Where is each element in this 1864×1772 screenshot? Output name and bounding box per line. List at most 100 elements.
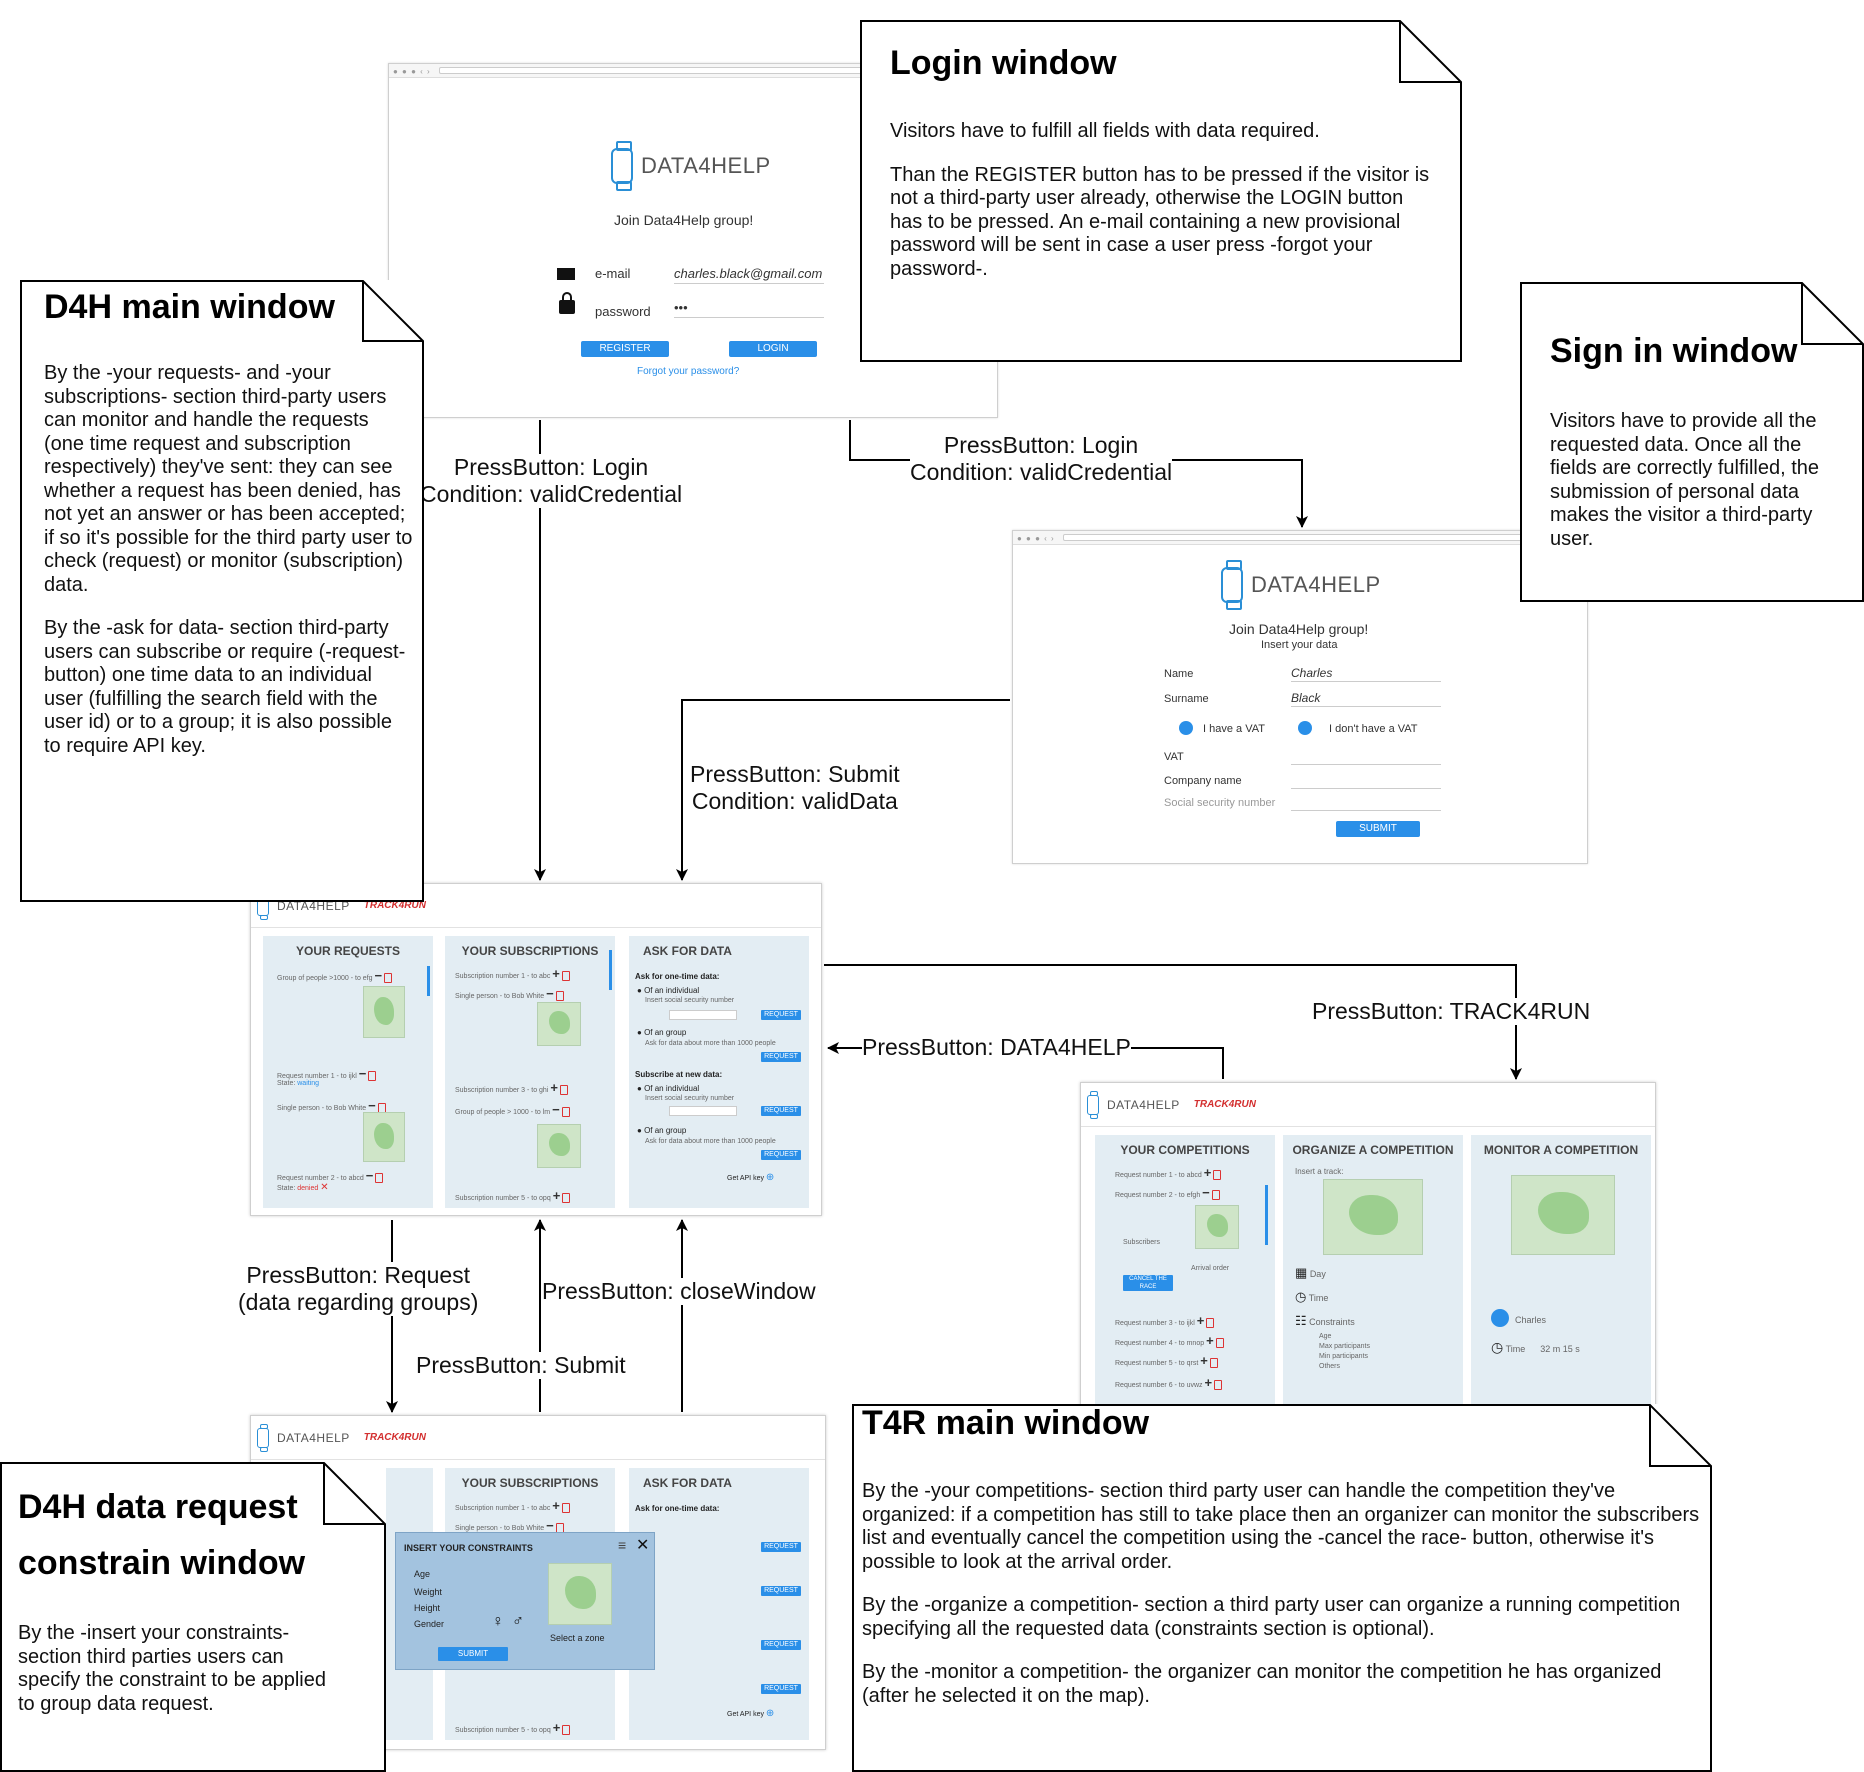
plus-circle-icon[interactable]: ⊕ [765, 1708, 775, 1719]
plus-icon[interactable]: + [1204, 1375, 1213, 1390]
request-button[interactable]: REQUEST [761, 1106, 801, 1116]
subscription-item[interactable]: Subscription number 1 - to abc + [455, 1498, 570, 1514]
search-input[interactable] [669, 1106, 737, 1116]
group-option[interactable]: ● Of an group [637, 1028, 687, 1037]
trash-icon[interactable] [1211, 1190, 1220, 1201]
plus-icon[interactable]: + [552, 1720, 561, 1735]
scrollbar[interactable] [1265, 1185, 1268, 1245]
plus-icon[interactable]: + [1196, 1313, 1205, 1328]
plus-icon[interactable]: + [552, 1188, 561, 1203]
minus-icon[interactable]: − [552, 1102, 560, 1117]
competition-item[interactable]: Request number 1 - to abcd + [1115, 1165, 1222, 1181]
subscription-item[interactable]: Subscription number 3 - to ghi + [455, 1080, 568, 1096]
email-field[interactable]: charles.black@gmail.com [674, 266, 823, 281]
register-button[interactable]: REGISTER [581, 341, 669, 357]
menu-icon[interactable]: ≡ [618, 1537, 627, 1553]
get-api-key[interactable]: Get API key ⊕ [727, 1708, 774, 1719]
trash-icon[interactable] [1215, 1338, 1224, 1349]
data4help-tab[interactable]: DATA4HELP [1087, 1090, 1180, 1119]
track4run-tab[interactable]: TRACK4RUN [1193, 1099, 1256, 1110]
company-underline[interactable] [1291, 788, 1441, 789]
subscription-item[interactable]: Subscription number 1 - to abc + [455, 966, 570, 982]
constraints-row[interactable]: ☷ Constraints [1295, 1313, 1355, 1329]
request-button[interactable]: REQUEST [761, 1586, 801, 1596]
close-icon[interactable]: ✕ [636, 1537, 650, 1554]
plus-icon[interactable]: + [1200, 1353, 1208, 1368]
competition-item[interactable]: Request number 4 - to mnop + [1115, 1333, 1224, 1349]
group-option[interactable]: ● Of an group [637, 1126, 687, 1135]
competition-item[interactable]: Request number 6 - to uvwz + [1115, 1375, 1223, 1391]
trash-icon[interactable] [384, 973, 393, 984]
trash-icon[interactable] [562, 1725, 571, 1736]
trash-icon[interactable] [562, 1193, 571, 1204]
trash-icon[interactable] [1213, 1170, 1222, 1181]
get-api-key[interactable]: Get API key ⊕ [727, 1172, 774, 1183]
track-map[interactable] [1323, 1179, 1423, 1255]
individual-option[interactable]: ● Of an individual [637, 1084, 700, 1093]
request-button[interactable]: REQUEST [761, 1542, 801, 1552]
forgot-password-link[interactable]: Forgot your password? [637, 366, 740, 377]
trash-icon[interactable] [561, 1503, 570, 1514]
subscription-item[interactable]: Group of people > 1000 - to lm − [455, 1102, 570, 1118]
individual-option[interactable]: ● Of an individual [637, 986, 700, 995]
data4help-tab[interactable]: DATA4HELP [257, 1423, 350, 1452]
plus-icon[interactable]: + [1206, 1333, 1214, 1348]
plus-circle-icon[interactable]: ⊕ [765, 1172, 775, 1183]
name-field[interactable]: Charles [1291, 666, 1333, 680]
cancel-race-button[interactable]: CANCEL THE RACE [1123, 1275, 1173, 1291]
minus-icon[interactable]: − [546, 986, 554, 1001]
request-button[interactable]: REQUEST [761, 1640, 801, 1650]
vat-yes-radio[interactable] [1179, 721, 1193, 735]
competition-item[interactable]: Request number 3 - to ijkl + [1115, 1313, 1215, 1329]
subscription-item[interactable]: Single person - to Bob White − [455, 986, 564, 1002]
plus-icon[interactable]: + [550, 1080, 558, 1095]
trash-icon[interactable] [555, 991, 564, 1002]
scrollbar[interactable] [427, 966, 430, 996]
track4run-tab[interactable]: TRACK4RUN [363, 1432, 426, 1443]
trash-icon[interactable] [375, 1173, 384, 1184]
request-button[interactable]: REQUEST [761, 1150, 801, 1160]
request-button[interactable]: REQUEST [761, 1684, 801, 1694]
request-item[interactable]: Group of people >1000 - to efg − [277, 968, 393, 984]
day-row[interactable]: ▦ Day [1295, 1265, 1326, 1281]
minus-icon[interactable]: − [374, 968, 383, 983]
search-input[interactable] [669, 1010, 737, 1020]
trash-icon[interactable] [561, 1107, 570, 1118]
monitor-map[interactable] [1511, 1175, 1615, 1255]
subscription-item[interactable]: Subscription number 5 - to opq + [455, 1188, 571, 1204]
scrollbar[interactable] [609, 950, 612, 990]
female-icon[interactable]: ♀ [492, 1613, 504, 1630]
minus-icon[interactable]: − [365, 1168, 374, 1183]
login-button[interactable]: LOGIN [729, 341, 817, 357]
track4run-tab[interactable]: TRACK4RUN [363, 900, 426, 911]
ssn-underline[interactable] [1291, 810, 1441, 811]
trash-icon[interactable] [1209, 1358, 1218, 1369]
submit-button[interactable]: SUBMIT [438, 1647, 508, 1661]
trash-icon[interactable] [1214, 1380, 1223, 1391]
zone-map[interactable] [548, 1563, 612, 1625]
trash-icon[interactable] [559, 1085, 568, 1096]
request-button[interactable]: REQUEST [761, 1052, 801, 1062]
request-button[interactable]: REQUEST [761, 1010, 801, 1020]
plus-icon[interactable]: + [1203, 1165, 1212, 1180]
male-icon[interactable]: ♂ [512, 1613, 524, 1630]
trash-icon[interactable] [368, 1071, 377, 1082]
trash-icon[interactable] [1206, 1318, 1215, 1329]
minus-icon[interactable]: − [368, 1098, 376, 1113]
password-field[interactable]: ••• [674, 300, 688, 315]
request-item[interactable]: Request number 2 - to abcd − [277, 1168, 384, 1184]
plus-icon[interactable]: + [552, 966, 560, 981]
minus-icon[interactable]: − [358, 1066, 367, 1081]
minus-icon[interactable]: − [546, 1518, 554, 1533]
subscription-item[interactable]: Subscription number 5 - to opq + [455, 1720, 571, 1736]
surname-field[interactable]: Black [1291, 691, 1321, 705]
minus-icon[interactable]: − [1202, 1185, 1210, 1200]
plus-icon[interactable]: + [552, 1498, 560, 1513]
time-row[interactable]: ◷ Time [1295, 1289, 1328, 1305]
submit-button[interactable]: SUBMIT [1336, 821, 1420, 837]
vat-no-radio[interactable] [1298, 721, 1312, 735]
request-item[interactable]: Request number 1 - to ijkl − [277, 1066, 377, 1082]
competition-item[interactable]: Request number 5 - to qrst + [1115, 1353, 1218, 1369]
trash-icon[interactable] [561, 971, 570, 982]
vat-underline[interactable] [1291, 764, 1441, 765]
